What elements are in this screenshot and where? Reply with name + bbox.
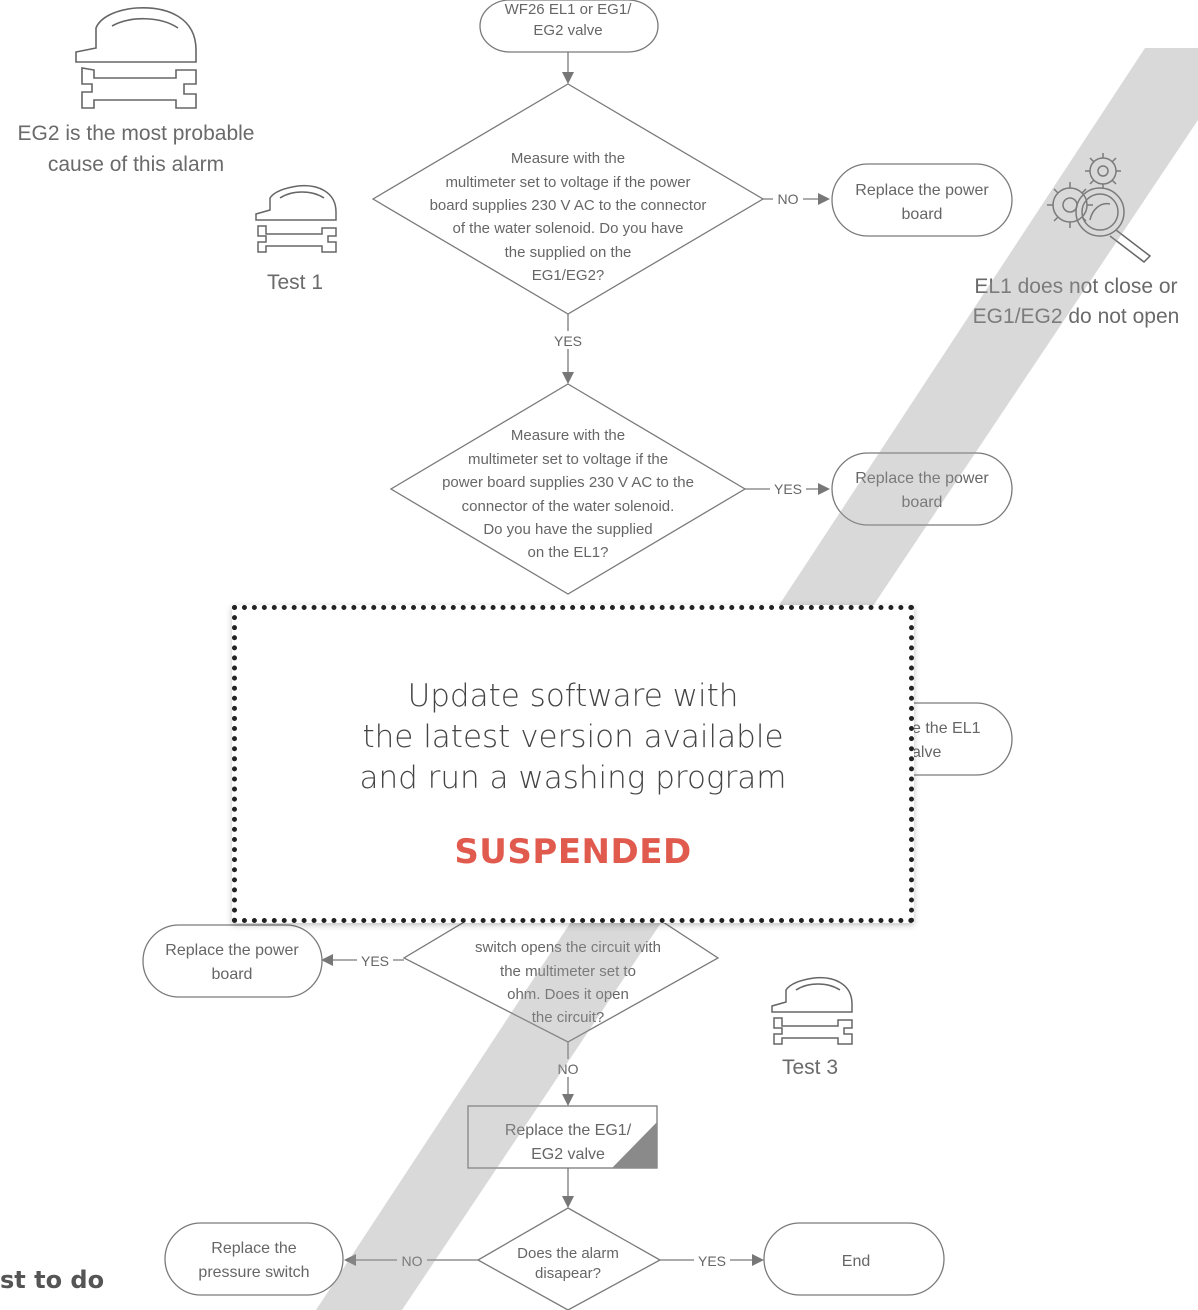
process-replace-eg-valve: Replace the EG1/ EG2 valve bbox=[467, 1105, 658, 1169]
svg-text:board: board bbox=[902, 206, 943, 223]
overlay-status: SUSPENDED bbox=[454, 832, 692, 872]
svg-text:Replace the power: Replace the power bbox=[855, 182, 989, 199]
decision-diamond-2: Measure with the multimeter set to volta… bbox=[389, 383, 747, 595]
svg-text:Replace the power: Replace the power bbox=[165, 942, 299, 959]
label-yes-4: YES bbox=[698, 1253, 726, 1269]
decision-diamond-4: Does the alarm disapear? bbox=[476, 1207, 662, 1310]
label-no-1: NO bbox=[778, 191, 799, 207]
svg-text:Measure with the: Measure with the bbox=[511, 427, 625, 444]
label-no-3: NO bbox=[558, 1061, 579, 1077]
probable-cause-line2: cause of this alarm bbox=[48, 153, 224, 176]
test3-helmet-icon bbox=[771, 976, 853, 1045]
svg-text:Replace the: Replace the bbox=[211, 1240, 296, 1257]
svg-text:Measure with the: Measure with the bbox=[511, 150, 625, 167]
label-no-4: NO bbox=[402, 1253, 423, 1269]
svg-text:ohm. Does it open: ohm. Does it open bbox=[507, 986, 629, 1003]
svg-text:EG1/EG2?: EG1/EG2? bbox=[532, 267, 605, 284]
svg-text:End: End bbox=[842, 1253, 870, 1270]
top-node-line1: WF26 EL1 or EG1/ bbox=[505, 1, 633, 18]
svg-text:alve: alve bbox=[912, 744, 941, 761]
label-yes-2: YES bbox=[774, 481, 802, 497]
svg-text:e the EL1: e the EL1 bbox=[912, 720, 981, 737]
svg-text:the supplied on the: the supplied on the bbox=[505, 244, 632, 261]
svg-text:of the water solenoid. Do you: of the water solenoid. Do you have bbox=[453, 220, 684, 237]
svg-text:Replace the power: Replace the power bbox=[855, 470, 989, 487]
svg-text:board: board bbox=[212, 966, 253, 983]
test1-label: Test 1 bbox=[267, 271, 323, 294]
terminal-replace-pressure-switch: Replace the pressure switch bbox=[164, 1222, 344, 1296]
svg-text:multimeter set to voltage if t: multimeter set to voltage if the power bbox=[445, 174, 690, 191]
svg-text:multimeter set to voltage if t: multimeter set to voltage if the bbox=[468, 451, 668, 468]
svg-text:the circuit?: the circuit? bbox=[532, 1009, 605, 1026]
label-yes-1: YES bbox=[554, 333, 582, 349]
terminal-end: End bbox=[763, 1222, 945, 1296]
svg-text:board supplies 230 V AC to the: board supplies 230 V AC to the connector bbox=[430, 197, 707, 214]
svg-text:Does the alarm: Does the alarm bbox=[517, 1245, 619, 1262]
svg-text:Do you have the supplied: Do you have the supplied bbox=[483, 521, 652, 538]
svg-text:Replace the EG1/: Replace the EG1/ bbox=[505, 1122, 632, 1139]
svg-text:board: board bbox=[902, 494, 943, 511]
failure-mode-line1: EL1 does not close or bbox=[974, 275, 1177, 298]
helmet-wrench-icon bbox=[75, 7, 197, 109]
terminal-replace-power-board-2: Replace the power board bbox=[831, 452, 1013, 526]
gears-magnifier-icon bbox=[1047, 153, 1152, 263]
overlay-message-line2: the latest version available bbox=[362, 719, 784, 755]
svg-text:connector of the water solenoi: connector of the water solenoid. bbox=[462, 498, 675, 515]
probable-cause-line1: EG2 is the most probable bbox=[18, 122, 255, 145]
top-node-line2: EG2 valve bbox=[533, 22, 602, 39]
bottom-partial-heading: st to do bbox=[0, 1266, 105, 1294]
label-yes-3: YES bbox=[361, 953, 389, 969]
svg-text:switch opens the circuit with: switch opens the circuit with bbox=[475, 939, 661, 956]
terminal-replace-power-board-3: Replace the power board bbox=[142, 924, 323, 998]
svg-text:EG2 valve: EG2 valve bbox=[531, 1146, 605, 1163]
svg-text:disapear?: disapear? bbox=[535, 1265, 601, 1282]
terminal-replace-power-board-1: Replace the power board bbox=[831, 163, 1013, 237]
svg-text:on the EL1?: on the EL1? bbox=[528, 544, 609, 561]
terminal-top-node: WF26 EL1 or EG1/ EG2 valve bbox=[479, 0, 659, 53]
test1-helmet-icon bbox=[255, 184, 337, 253]
failure-mode-line2: EG1/EG2 do not open bbox=[973, 305, 1180, 328]
test3-label: Test 3 bbox=[782, 1056, 838, 1079]
suspended-overlay: Update software with the latest version … bbox=[232, 605, 914, 923]
svg-text:the multimeter set to: the multimeter set to bbox=[500, 963, 636, 980]
svg-text:pressure switch: pressure switch bbox=[198, 1264, 309, 1281]
overlay-message-line1: Update software with bbox=[407, 678, 739, 714]
svg-text:power board supplies 230 V AC: power board supplies 230 V AC to the bbox=[442, 474, 694, 491]
decision-diamond-1: Measure with the multimeter set to volta… bbox=[371, 83, 765, 315]
overlay-message-line3: and run a washing program bbox=[359, 760, 787, 796]
overlay-message: Update software with the latest version … bbox=[237, 676, 909, 799]
